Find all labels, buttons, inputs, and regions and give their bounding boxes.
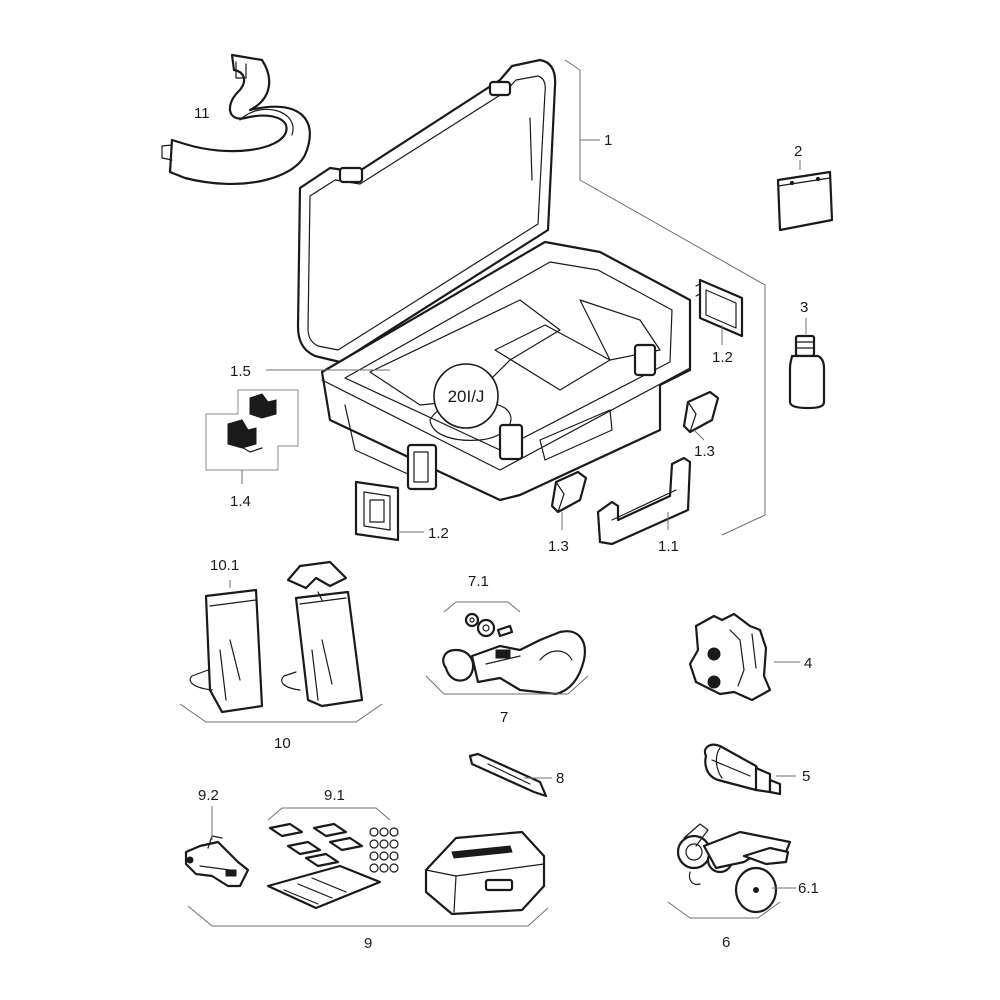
- part-9-toolbox: [424, 830, 546, 916]
- label-2: 2: [794, 143, 802, 160]
- label-7: 7: [500, 709, 508, 726]
- part-1-2-holder-top: [695, 278, 744, 338]
- label-4: 4: [804, 655, 812, 672]
- part-1-4-inserts: [205, 389, 299, 471]
- part-1-1-handle: [596, 456, 692, 546]
- part-7-1-cutter-wheels: [464, 612, 514, 638]
- label-1-5: 1.5: [230, 363, 251, 380]
- part-5-cylinder: [703, 743, 782, 796]
- part-7-pipe-cutter: [442, 630, 586, 696]
- label-1-4: 1.4: [230, 493, 251, 510]
- label-9-1: 9.1: [324, 787, 345, 804]
- label-1-1: 1.1: [658, 538, 679, 555]
- leader-1: [564, 59, 766, 536]
- label-9-2: 9.2: [198, 787, 219, 804]
- label-1-2-top: 1.2: [712, 349, 733, 366]
- label-7-1: 7.1: [468, 573, 489, 590]
- part-2-label-card: [776, 170, 834, 232]
- label-8: 8: [556, 770, 564, 787]
- part-1-case-body: [320, 240, 692, 502]
- part-4-press-jaw: [688, 612, 772, 702]
- part-1-case-lid: [296, 58, 557, 364]
- label-9: 9: [364, 935, 372, 952]
- label-6: 6: [722, 934, 730, 951]
- part-8-pen: [468, 752, 548, 798]
- o-rings: [369, 827, 399, 873]
- label-10-1: 10.1: [210, 557, 239, 574]
- label-1: 1: [604, 132, 612, 149]
- label-1-3-bottom: 1.3: [548, 538, 569, 555]
- label-1-3-right: 1.3: [694, 443, 715, 460]
- part-1-2-holder-bottom: [354, 480, 400, 542]
- label-10: 10: [274, 735, 291, 752]
- case-marking-text: 20I/J: [448, 387, 485, 406]
- label-11: 11: [194, 105, 210, 122]
- label-6-1: 6.1: [798, 880, 819, 897]
- part-6-1-disc: [734, 866, 778, 914]
- part-11-strap: [161, 53, 311, 185]
- part-6-cutter: [676, 823, 792, 885]
- part-10-bags: [189, 560, 364, 714]
- part-1-3-clip-bottom: [550, 470, 588, 514]
- label-3: 3: [800, 299, 808, 316]
- part-3-bottle: [788, 334, 826, 410]
- part-9-2-tool-head: [184, 835, 250, 888]
- label-1-2-bottom: 1.2: [428, 525, 449, 542]
- part-9-1-spare-parts: [266, 822, 399, 910]
- label-5: 5: [802, 768, 810, 785]
- part-1-3-clip-right: [682, 390, 720, 434]
- case-marking-callout: 20I/J: [433, 363, 499, 429]
